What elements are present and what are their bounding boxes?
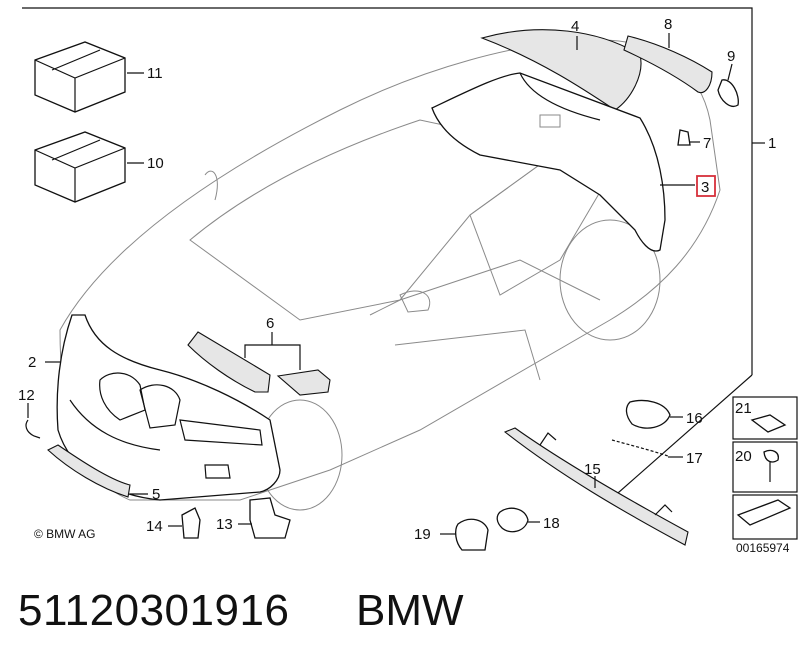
callout-14: 14 <box>146 518 163 535</box>
cover-cap <box>717 79 739 107</box>
lower-grille-strip <box>47 444 131 498</box>
air-duct-left <box>187 331 271 393</box>
callout-5: 5 <box>152 486 160 503</box>
bracket-small <box>677 129 691 146</box>
air-duct-right <box>276 369 331 396</box>
callout-1: 1 <box>768 135 776 152</box>
trim-strip <box>623 35 713 94</box>
brand-name: BMW <box>356 586 464 635</box>
callout-9: 9 <box>727 48 735 65</box>
bracket-13 <box>249 497 291 539</box>
bumper-carrier <box>503 427 689 546</box>
callout-16: 16 <box>686 410 703 427</box>
callout-12: 12 <box>18 387 35 404</box>
callout-21: 21 <box>735 400 752 417</box>
callout-3: 3 <box>701 179 709 196</box>
callout-19: 19 <box>414 526 431 543</box>
callout-10: 10 <box>147 155 164 172</box>
callout-2: 2 <box>28 354 36 371</box>
callout-8: 8 <box>664 16 672 33</box>
fog-light-bracket <box>455 518 489 551</box>
callout-17: 17 <box>686 450 703 467</box>
callout-20: 20 <box>735 448 752 465</box>
callout-7: 7 <box>703 135 711 152</box>
bracket-14 <box>181 507 201 539</box>
clip-12 <box>25 419 41 439</box>
callout-6: 6 <box>266 315 274 332</box>
callout-3-highlight <box>696 175 716 197</box>
frame-diagonal <box>609 374 753 501</box>
callout-18: 18 <box>543 515 560 532</box>
parts-diagram: 4 8 9 3 7 1 11 10 2 6 12 <box>18 7 798 555</box>
box-11 <box>34 41 126 113</box>
fog-light <box>496 507 529 533</box>
box-10 <box>34 131 126 203</box>
callout-4: 4 <box>571 18 579 35</box>
trim-17 <box>611 439 669 457</box>
front-bumper <box>56 314 281 501</box>
rear-bumper <box>431 72 666 252</box>
part-number: 51120301916 <box>18 586 290 635</box>
callout-15: 15 <box>584 461 601 478</box>
rear-spoiler <box>480 29 642 111</box>
fog-grille <box>625 399 671 429</box>
callout-11: 11 <box>147 65 163 82</box>
callout-13: 13 <box>216 516 233 533</box>
copyright-text: © BMW AG <box>34 527 96 541</box>
frame-outline <box>22 7 753 375</box>
image-code: 00165974 <box>736 541 790 555</box>
hardware-panel <box>732 396 798 540</box>
